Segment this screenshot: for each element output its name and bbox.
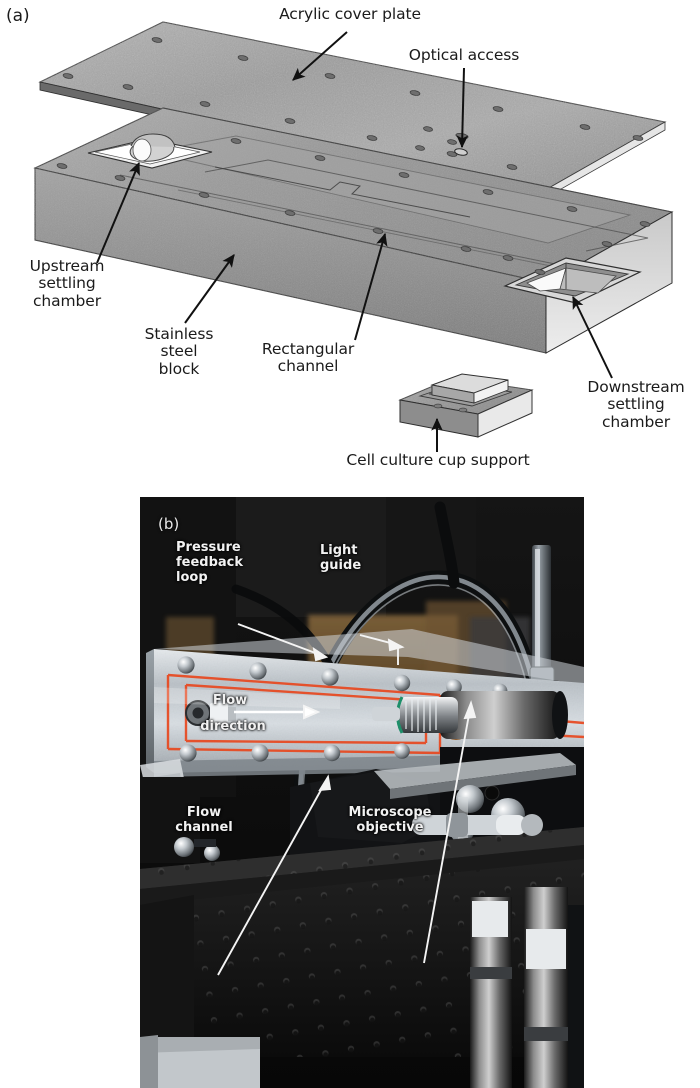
label-flow-channel: Flow channel xyxy=(175,805,233,836)
optical-posts xyxy=(470,887,584,1088)
stainless-steel-block-part xyxy=(33,107,674,354)
label-upstream-settling-chamber: Upstream settling chamber xyxy=(29,257,105,310)
leader-rectangular-channel xyxy=(354,232,388,341)
photo-leader-lines xyxy=(217,623,477,976)
label-downstream-settling-chamber: Downstream settling chamber xyxy=(587,378,685,431)
leader-downstream-settling-chamber xyxy=(572,295,613,379)
downstream-settling-chamber-pocket xyxy=(503,257,642,304)
cell-culture-cup-support-part xyxy=(398,373,534,438)
panel-b-photograph: (b) Pressure feedback loop Light guide F… xyxy=(140,497,584,1088)
leader-upstream-settling-chamber xyxy=(96,161,140,264)
leader-optical-access xyxy=(456,67,469,149)
label-flow-direction-line2: direction xyxy=(200,719,266,734)
leader-lines xyxy=(96,31,613,452)
panel-a-exploded-diagram: (a) Acrylic cover plate Optical access U… xyxy=(0,0,700,490)
inlet-port-fitting xyxy=(185,700,236,726)
micrometer-stage xyxy=(412,813,543,837)
panel-a-tag: (a) xyxy=(6,6,30,26)
leader-flow-channel xyxy=(217,780,327,976)
label-flow-direction-line1: Flow xyxy=(212,693,248,708)
label-rectangular-channel: Rectangular channel xyxy=(261,340,355,376)
label-stainless-steel-block: Stainless steel block xyxy=(144,325,214,378)
label-light-guide: Light guide xyxy=(320,543,362,574)
leader-stainless-steel-block xyxy=(184,254,235,324)
flow-direction-arrow xyxy=(234,704,321,720)
label-microscope-objective: Microscope objective xyxy=(348,805,432,836)
left-mount-hardware xyxy=(174,837,220,861)
upstream-settling-chamber-pocket xyxy=(87,133,213,169)
panel-b-tag: (b) xyxy=(158,515,180,533)
label-pressure-feedback-loop: Pressure feedback loop xyxy=(176,540,244,586)
flow-chamber-photo xyxy=(140,497,584,1088)
exploded-assembly-drawing xyxy=(33,21,674,452)
leader-acrylic-cover-plate xyxy=(292,31,348,81)
optical-access-hole xyxy=(454,148,468,156)
label-acrylic-cover-plate: Acrylic cover plate xyxy=(279,5,421,23)
leader-microscope-objective xyxy=(423,708,471,964)
leader-pressure-feedback-loop xyxy=(237,623,327,658)
label-optical-access: Optical access xyxy=(408,46,520,64)
label-cell-culture-cup-support: Cell culture cup support xyxy=(346,451,530,469)
chamber-bolts-bottom xyxy=(179,743,410,762)
objective-knurl xyxy=(405,698,437,732)
